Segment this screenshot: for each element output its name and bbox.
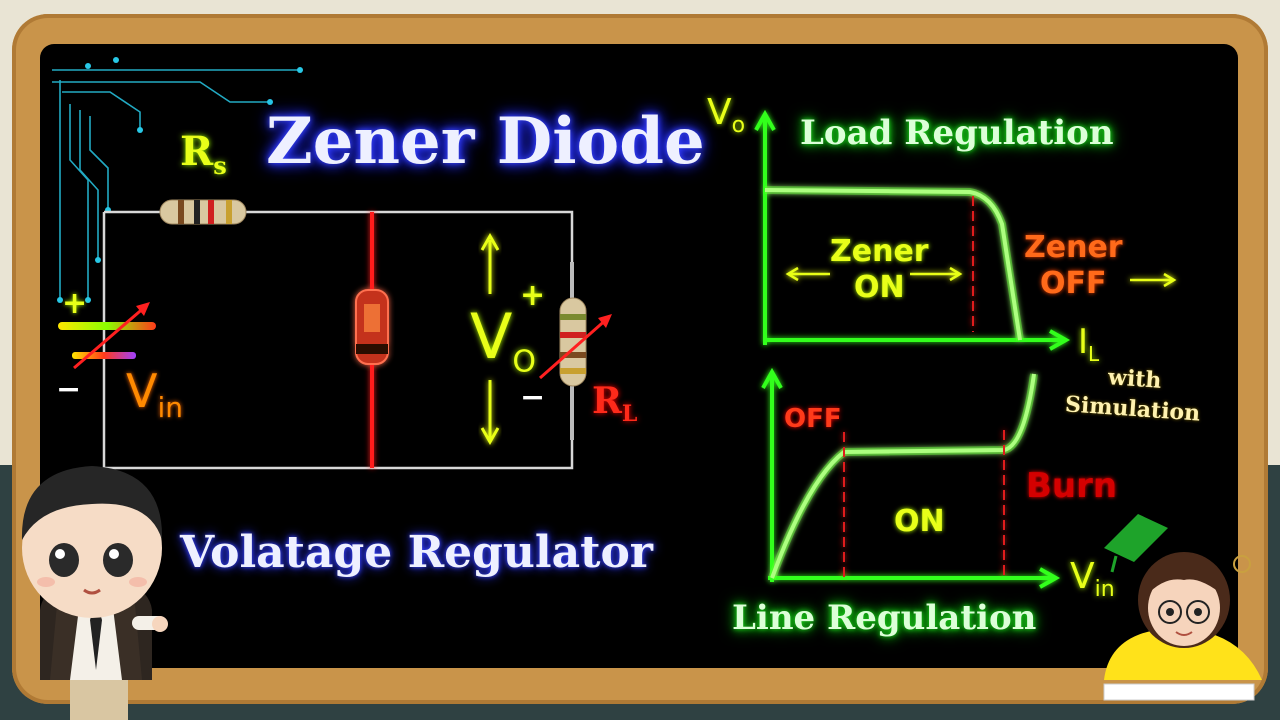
circuit-trace-dots	[57, 57, 303, 303]
line-graph-off-label: OFF	[784, 404, 842, 434]
chalkboard	[40, 44, 1238, 668]
battery-plus: +	[62, 286, 88, 321]
vo-minus: −	[520, 380, 546, 415]
simulation-tagline: with Simulation	[1064, 364, 1202, 427]
zener-on-label: Zener ON	[830, 234, 929, 305]
series-resistor	[159, 199, 247, 225]
vo-circuit-label: VO	[470, 300, 537, 380]
line-graph-on-label: ON	[894, 504, 945, 539]
load-graph-x-axis-label: IL	[1078, 322, 1100, 366]
zener-off-label: Zener OFF	[1024, 230, 1123, 301]
load-resistor	[539, 262, 612, 440]
vo-arrows	[480, 232, 500, 446]
load-regulation-graph	[754, 109, 1177, 351]
page-subtitle: Volatage Regulator	[180, 527, 653, 578]
line-graph-x-axis-label: Vin	[1070, 556, 1115, 603]
rs-label: Rs	[180, 128, 227, 180]
battery-minus: −	[56, 372, 82, 407]
boy-character-illustration	[21, 466, 168, 720]
load-regulation-title: Load Regulation	[800, 113, 1114, 153]
girl-character-illustration	[1103, 514, 1262, 701]
page-title: Zener Diode	[266, 104, 705, 179]
circuit-traces-decoration	[52, 69, 300, 300]
rl-label: RL	[592, 380, 638, 428]
zener-diode	[355, 212, 389, 468]
line-regulation-title: Line Regulation	[732, 598, 1037, 638]
vin-label: Vin	[126, 364, 183, 425]
line-regulation-graph	[761, 367, 1061, 589]
load-graph-y-axis-label: Vo	[707, 92, 746, 139]
line-graph-burn-label: Burn	[1026, 466, 1118, 506]
battery-source	[58, 302, 156, 370]
vo-plus: +	[520, 278, 546, 313]
